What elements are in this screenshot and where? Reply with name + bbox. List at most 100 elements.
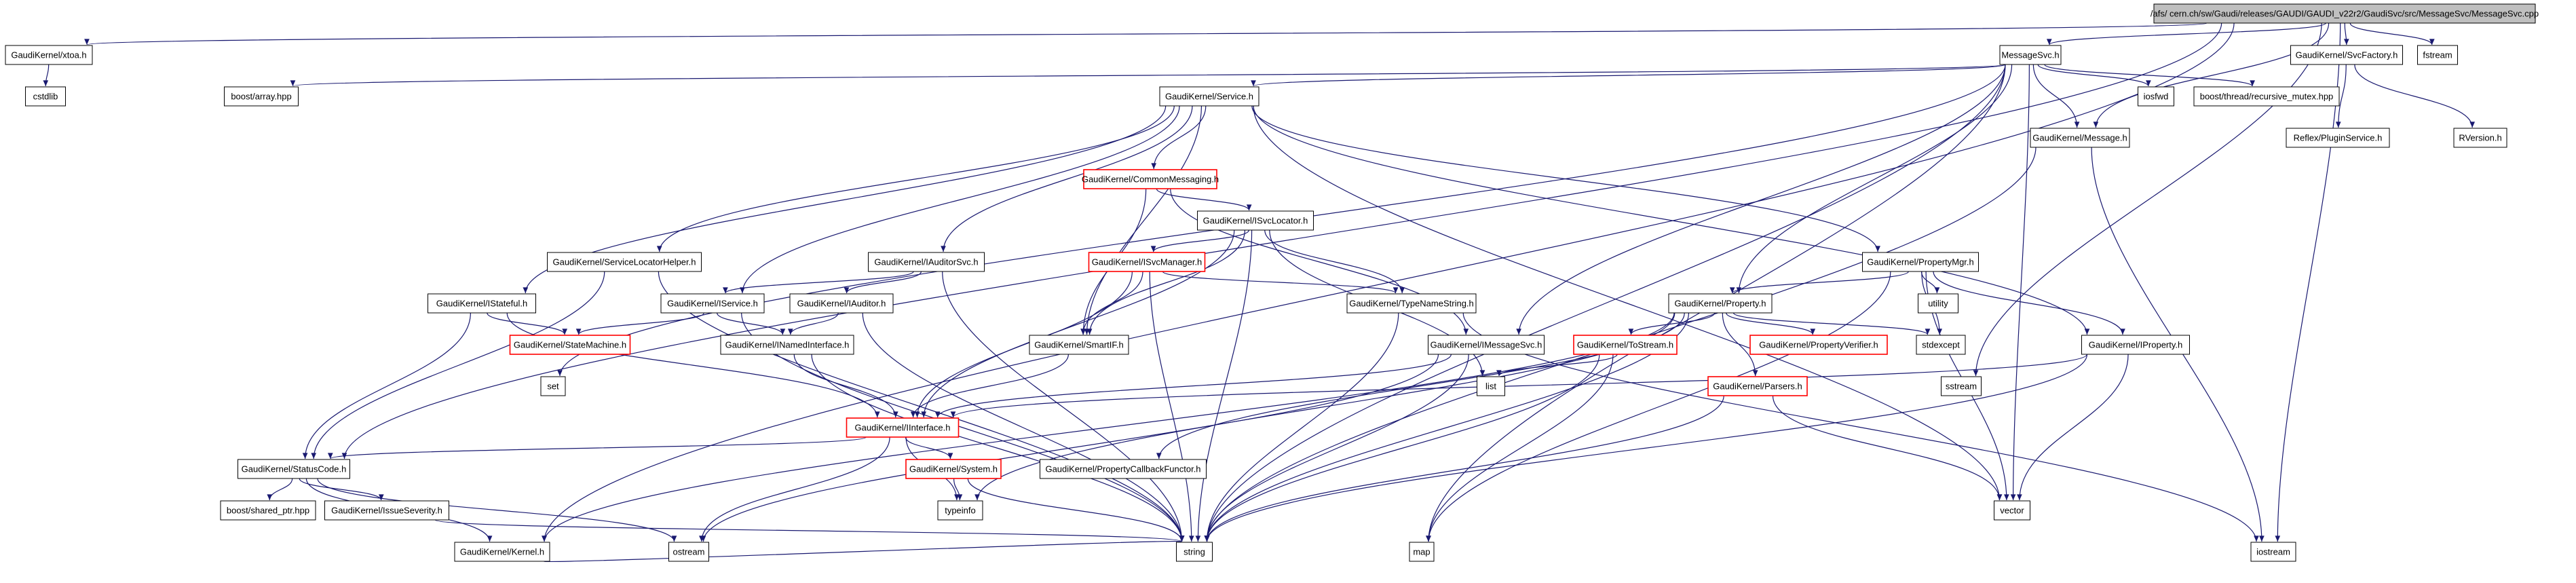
node-label: /afs/ cern.ch/sw/Gaudi/releases/GAUDI/GA…: [2151, 9, 2539, 19]
node-label: GaudiKernel/SvcFactory.h: [2296, 50, 2398, 60]
graph-node-boost_mutex[interactable]: boost/thread/recursive_mutex.hpp: [2193, 86, 2340, 107]
edge-system_h--string: [967, 478, 1185, 542]
graph-node-iosfwd[interactable]: iosfwd: [2138, 86, 2174, 107]
edge-propertymgr--utility: [1920, 271, 1940, 294]
graph-node-imessagesvc[interactable]: GaudiKernel/IMessageSvc.h: [1428, 335, 1545, 355]
node-label: GaudiKernel/ServiceLocatorHelper.h: [552, 257, 696, 267]
node-box: [2081, 335, 2190, 355]
node-box: [220, 500, 316, 521]
graph-node-boost_sharedptr[interactable]: boost/shared_ptr.hpp: [220, 500, 316, 521]
edge-iinterface--ostream: [699, 436, 890, 542]
node-label: GaudiKernel/ToStream.h: [1577, 340, 1673, 350]
edge-smartif--iinterface: [910, 354, 1069, 418]
graph-node-service_h[interactable]: GaudiKernel/Service.h: [1159, 86, 1259, 107]
node-label: GaudiKernel/PropertyVerifier.h: [1759, 340, 1878, 350]
edge-property_h--stdexcept: [1732, 312, 1931, 335]
node-label: vector: [2000, 506, 2024, 516]
node-label: GaudiKernel/INamedInterface.h: [725, 340, 850, 350]
edge-isvclocator--smartif: [1086, 229, 1245, 335]
edge-iauditorsvc--string: [942, 271, 1185, 542]
node-label: GaudiKernel/IService.h: [667, 299, 758, 309]
graph-node-fstream[interactable]: fstream: [2417, 45, 2458, 65]
graph-node-system_h[interactable]: GaudiKernel/System.h: [905, 459, 1002, 479]
graph-node-inamedinterface[interactable]: GaudiKernel/INamedInterface.h: [720, 335, 854, 355]
graph-node-iinterface[interactable]: GaudiKernel/IInterface.h: [846, 417, 960, 438]
graph-node-smartif[interactable]: GaudiKernel/SmartIF.h: [1029, 335, 1129, 355]
graph-node-iproperty[interactable]: GaudiKernel/IProperty.h: [2081, 335, 2190, 355]
graph-node-isvclocator[interactable]: GaudiKernel/ISvcLocator.h: [1197, 210, 1314, 231]
node-label: fstream: [2423, 50, 2452, 60]
graph-node-tostream[interactable]: GaudiKernel/ToStream.h: [1573, 335, 1678, 355]
edge-messagesvc_h--iosfwd: [2037, 64, 2151, 87]
graph-node-reflex[interactable]: Reflex/PluginService.h: [2286, 128, 2390, 148]
graph-node-utility[interactable]: utility: [1918, 293, 1958, 314]
edge-issueseverity--string: [434, 519, 1184, 542]
graph-node-iservice[interactable]: GaudiKernel/IService.h: [660, 293, 765, 314]
graph-node-vector[interactable]: vector: [1994, 500, 2030, 521]
node-box: [1409, 542, 1435, 562]
edge-isvcmanager--string: [1149, 271, 1194, 542]
node-box: [324, 500, 449, 521]
graph-node-servicelocatorhelper[interactable]: GaudiKernel/ServiceLocatorHelper.h: [547, 252, 702, 272]
node-box: [509, 335, 631, 355]
node-label: GaudiKernel/PropertyMgr.h: [1867, 257, 1974, 267]
edge-root--message_h: [2093, 22, 2330, 128]
graph-node-propertycallback[interactable]: GaudiKernel/PropertyCallbackFunctor.h: [1040, 459, 1207, 479]
graph-node-propertymgr[interactable]: GaudiKernel/PropertyMgr.h: [1862, 252, 1979, 272]
graph-node-messagesvc_h[interactable]: MessageSvc.h: [1999, 45, 2062, 65]
graph-node-root: /afs/ cern.ch/sw/Gaudi/releases/GAUDI/GA…: [2151, 3, 2539, 24]
node-label: GaudiKernel/Kernel.h: [460, 547, 544, 557]
graph-node-list[interactable]: list: [1477, 376, 1505, 396]
edge-inamedinterface--iinterface: [793, 354, 898, 418]
graph-node-isvcmanager[interactable]: GaudiKernel/ISvcManager.h: [1088, 252, 1206, 272]
edge-isvcmanager--iinterface: [914, 271, 1133, 418]
graph-node-iauditor[interactable]: GaudiKernel/IAuditor.h: [789, 293, 894, 314]
graph-node-string[interactable]: string: [1176, 542, 1213, 562]
graph-node-iauditorsvc[interactable]: GaudiKernel/IAuditorSvc.h: [868, 252, 985, 272]
graph-node-commonmessaging[interactable]: GaudiKernel/CommonMessaging.h: [1082, 169, 1219, 189]
node-label: boost/array.hpp: [231, 92, 291, 102]
graph-node-propertyverifier[interactable]: GaudiKernel/PropertyVerifier.h: [1749, 335, 1888, 355]
graph-node-statemachine[interactable]: GaudiKernel/StateMachine.h: [509, 335, 631, 355]
node-label: boost/shared_ptr.hpp: [227, 506, 309, 516]
node-label: GaudiKernel/IProperty.h: [2089, 340, 2183, 350]
graph-node-xtoa[interactable]: GaudiKernel/xtoa.h: [5, 45, 93, 65]
node-label: MessageSvc.h: [2001, 50, 2059, 60]
graph-node-parsers[interactable]: GaudiKernel/Parsers.h: [1707, 376, 1808, 396]
graph-node-iostream[interactable]: iostream: [2250, 542, 2296, 562]
graph-node-map[interactable]: map: [1409, 542, 1435, 562]
node-box: [668, 542, 709, 562]
edge-istateful--statemachine: [487, 312, 567, 335]
edge-imessagesvc--string: [1204, 354, 1469, 542]
edge-service_h--iservice: [740, 105, 1180, 294]
edge-isvclocator--string: [1195, 229, 1253, 542]
graph-node-boost_array[interactable]: boost/array.hpp: [224, 86, 299, 107]
graph-node-set[interactable]: set: [540, 376, 566, 396]
graph-node-issueseverity[interactable]: GaudiKernel/IssueSeverity.h: [324, 500, 449, 521]
edge-isvclocator--iinterface: [921, 229, 1235, 418]
edge-root--fstream: [2349, 22, 2435, 45]
node-label: GaudiKernel/SmartIF.h: [1034, 340, 1124, 350]
graph-node-stdexcept[interactable]: stdexcept: [1916, 335, 1966, 355]
edge-messagesvc_h--message_h: [2032, 64, 2080, 128]
edge-service_h--iproperty: [1253, 105, 2090, 335]
node-label: GaudiKernel/IStateful.h: [436, 299, 527, 309]
node-box: [5, 45, 93, 65]
graph-node-property_h[interactable]: GaudiKernel/Property.h: [1668, 293, 1773, 314]
node-box: [1707, 376, 1808, 396]
graph-node-rversion[interactable]: RVersion.h: [2453, 128, 2507, 148]
graph-node-typenamestring[interactable]: GaudiKernel/TypeNameString.h: [1346, 293, 1477, 314]
edge-iservice--statemachine: [575, 312, 704, 335]
graph-node-cstdlib[interactable]: cstdlib: [25, 86, 66, 107]
graph-node-statuscode[interactable]: GaudiKernel/StatusCode.h: [238, 459, 350, 479]
graph-node-message_h[interactable]: GaudiKernel/Message.h: [2030, 128, 2130, 148]
graph-node-typeinfo[interactable]: typeinfo: [937, 500, 983, 521]
node-box: [454, 542, 550, 562]
edge-propertymgr--property_h: [1730, 271, 1909, 294]
graph-node-ostream[interactable]: ostream: [668, 542, 709, 562]
graph-node-sstream[interactable]: sstream: [1941, 376, 1982, 396]
graph-node-istateful[interactable]: GaudiKernel/IStateful.h: [428, 293, 536, 314]
graph-node-svcfactory[interactable]: GaudiKernel/SvcFactory.h: [2290, 45, 2403, 65]
graph-node-kernel_h[interactable]: GaudiKernel/Kernel.h: [454, 542, 550, 562]
edge-istateful--statuscode: [302, 312, 471, 459]
